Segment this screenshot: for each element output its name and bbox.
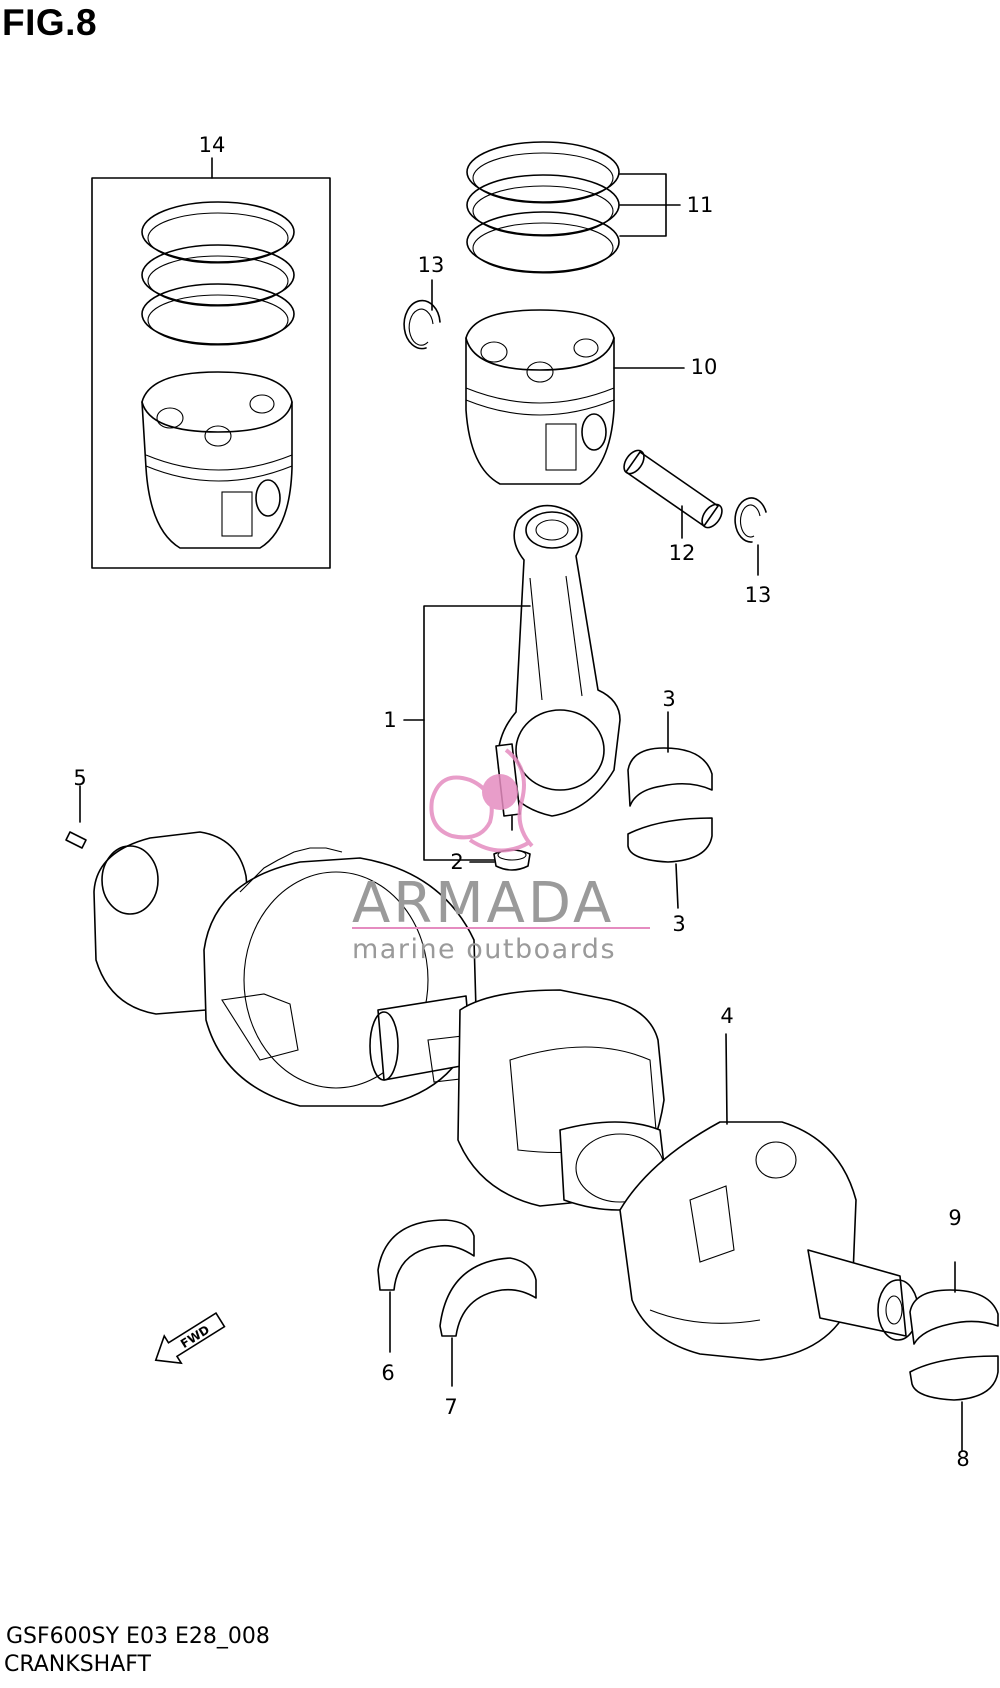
callout-3-lower: 3 bbox=[672, 912, 685, 936]
callout-5: 5 bbox=[73, 766, 86, 790]
piston-pin-12 bbox=[623, 449, 723, 539]
conrod-bearing-3-lower bbox=[627, 817, 713, 909]
callout-9: 9 bbox=[948, 1206, 961, 1230]
piston-ring-set-image bbox=[141, 201, 295, 346]
watermark-logo-mark bbox=[429, 748, 534, 853]
callout-4: 4 bbox=[720, 1004, 733, 1028]
circlip-13-right bbox=[734, 497, 767, 576]
piston-10 bbox=[465, 309, 685, 485]
callout-11: 11 bbox=[687, 193, 714, 217]
dowel-pin-5 bbox=[65, 785, 87, 849]
conrod-bearing-3-upper bbox=[627, 711, 713, 807]
model-code: GSF600SY E03 E28_008 bbox=[6, 1624, 270, 1649]
connecting-rod-1 bbox=[403, 504, 621, 861]
main-bearing-9 bbox=[909, 1261, 999, 1345]
callout-3-upper: 3 bbox=[662, 687, 675, 711]
main-bearing-8 bbox=[909, 1355, 999, 1451]
piston-set-box bbox=[91, 157, 331, 569]
crankshaft-4 bbox=[93, 831, 919, 1361]
watermark-brand: ARMADA bbox=[352, 871, 614, 936]
callout-13-right: 13 bbox=[745, 583, 772, 607]
piston-image bbox=[141, 371, 293, 549]
thrust-bearing-7 bbox=[439, 1257, 537, 1387]
circlip-13-top bbox=[403, 279, 441, 350]
callout-12: 12 bbox=[669, 541, 696, 565]
callout-10: 10 bbox=[691, 355, 718, 379]
watermark-tagline: marine outboards bbox=[352, 934, 616, 965]
callout-2: 2 bbox=[450, 850, 463, 874]
callout-8: 8 bbox=[956, 1447, 969, 1471]
figure-title: FIG.8 bbox=[2, 2, 98, 43]
piston-rings-11 bbox=[466, 141, 681, 274]
fwd-direction-arrow: FWD bbox=[154, 1311, 226, 1365]
thrust-bearing-6 bbox=[377, 1219, 475, 1353]
callout-1: 1 bbox=[383, 708, 396, 732]
callout-14: 14 bbox=[199, 133, 226, 157]
armada-watermark: ARMADA marine outboards bbox=[352, 748, 650, 965]
callout-7: 7 bbox=[444, 1395, 457, 1419]
section-name: CRANKSHAFT bbox=[4, 1652, 151, 1677]
callout-13-top: 13 bbox=[418, 253, 445, 277]
callout-6: 6 bbox=[381, 1361, 394, 1385]
